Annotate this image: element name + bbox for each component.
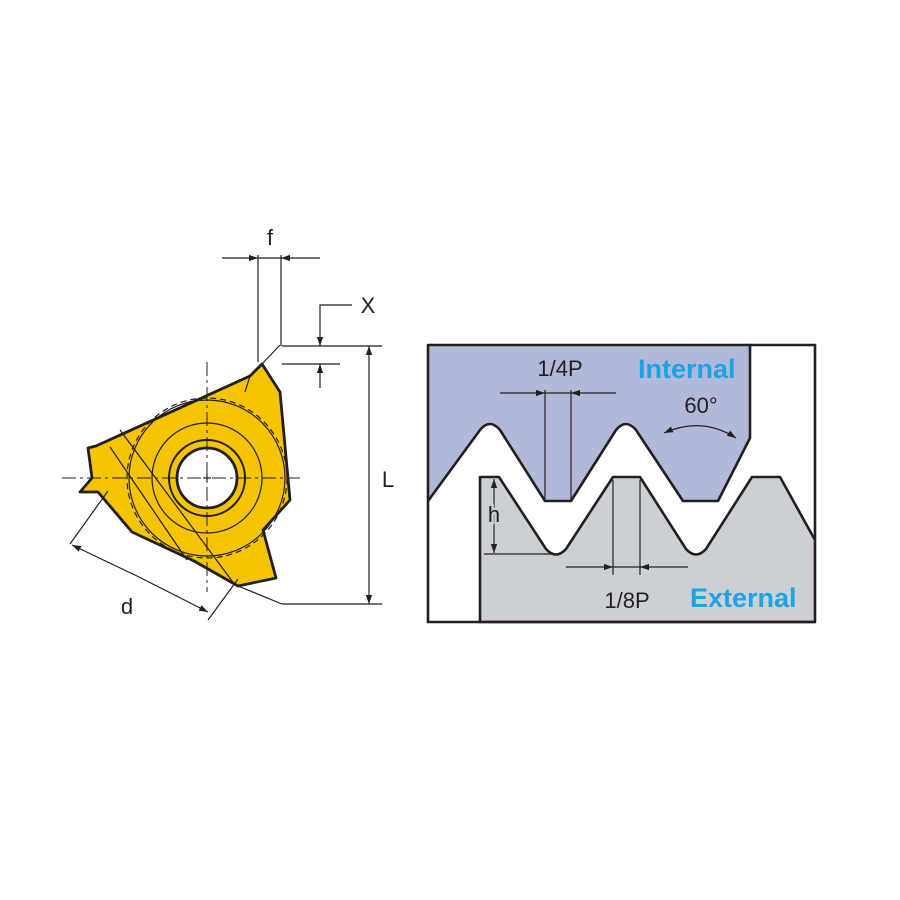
dim-label-quarter-p: 1/4P — [537, 356, 582, 381]
external-thread-region — [478, 475, 817, 624]
external-label: External — [690, 583, 797, 613]
internal-thread-region — [426, 343, 752, 503]
dim-label-eighth-p: 1/8P — [604, 588, 649, 613]
dim-label-h: h — [488, 502, 500, 527]
thread-profile: 1/4P 1/8P h 60° Internal External — [426, 343, 817, 624]
dim-label-f: f — [267, 225, 274, 250]
dim-label-x: X — [361, 293, 376, 318]
insert-drawing: f X L d — [62, 225, 394, 621]
dim-label-angle: 60° — [684, 393, 717, 418]
dim-label-l: L — [382, 467, 394, 492]
internal-label: Internal — [638, 354, 736, 384]
dim-label-d: d — [121, 594, 133, 619]
